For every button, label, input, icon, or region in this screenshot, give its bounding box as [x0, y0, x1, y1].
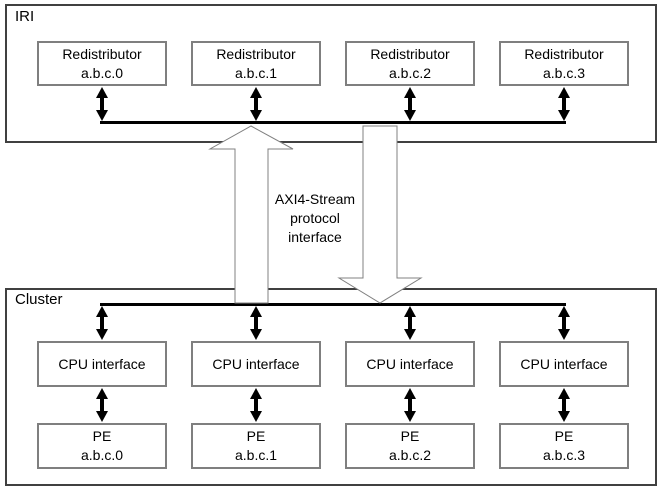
redistributor-id: a.b.c.0: [80, 64, 124, 81]
redistributor-id: a.b.c.3: [542, 64, 586, 81]
pe-box-0: PE a.b.c.0: [37, 423, 167, 469]
cluster-bus-line: [100, 303, 566, 306]
pe-box-1: PE a.b.c.1: [191, 423, 321, 469]
bidirectional-arrow-icon: [403, 388, 417, 422]
pe-id: a.b.c.0: [80, 447, 124, 463]
pe-name: PE: [554, 428, 574, 444]
pe-id: a.b.c.1: [234, 447, 278, 463]
bidirectional-arrow-icon: [557, 306, 571, 340]
redistributor-box-1: Redistributor a.b.c.1: [191, 41, 321, 86]
pe-name: PE: [246, 428, 266, 444]
cluster-container: [5, 288, 657, 486]
redistributor-id: a.b.c.2: [388, 64, 432, 81]
redistributor-box-2: Redistributor a.b.c.2: [345, 41, 475, 86]
redistributor-box-0: Redistributor a.b.c.0: [37, 41, 167, 86]
redistributor-name: Redistributor: [216, 45, 296, 62]
iri-bus-line: [100, 121, 566, 124]
cpu-interface-label: CPU interface: [58, 355, 146, 372]
redistributor-name: Redistributor: [370, 45, 450, 62]
iri-container: [5, 4, 657, 143]
pe-name: PE: [400, 428, 420, 444]
bidirectional-arrow-icon: [95, 87, 109, 121]
pe-box-2: PE a.b.c.2: [345, 423, 475, 469]
pe-id: a.b.c.2: [388, 447, 432, 463]
cpu-interface-box-3: CPU interface: [499, 341, 629, 387]
cpu-interface-box-0: CPU interface: [37, 341, 167, 387]
cpu-interface-label: CPU interface: [520, 355, 608, 372]
bidirectional-arrow-icon: [403, 87, 417, 121]
redistributor-id: a.b.c.1: [234, 64, 278, 81]
iri-label: IRI: [15, 8, 35, 25]
interconnect-label-line: protocol: [290, 210, 340, 226]
pe-name: PE: [92, 428, 112, 444]
interconnect-label-line: AXI4-Stream: [274, 191, 356, 207]
bidirectional-arrow-icon: [403, 306, 417, 340]
cpu-interface-label: CPU interface: [212, 355, 300, 372]
cpu-interface-box-1: CPU interface: [191, 341, 321, 387]
redistributor-name: Redistributor: [62, 45, 142, 62]
redistributor-box-3: Redistributor a.b.c.3: [499, 41, 629, 86]
bidirectional-arrow-icon: [249, 87, 263, 121]
bidirectional-arrow-icon: [95, 306, 109, 340]
bidirectional-arrow-icon: [95, 388, 109, 422]
bidirectional-arrow-icon: [557, 87, 571, 121]
cpu-interface-label: CPU interface: [366, 355, 454, 372]
redistributor-name: Redistributor: [524, 45, 604, 62]
bidirectional-arrow-icon: [249, 388, 263, 422]
interconnect-label-line: interface: [288, 229, 342, 245]
pe-box-3: PE a.b.c.3: [499, 423, 629, 469]
pe-id: a.b.c.3: [542, 447, 586, 463]
interconnect-label: AXI4-Stream protocol interface: [266, 190, 364, 247]
bidirectional-arrow-icon: [557, 388, 571, 422]
bidirectional-arrow-icon: [249, 306, 263, 340]
cpu-interface-box-2: CPU interface: [345, 341, 475, 387]
cluster-label: Cluster: [15, 291, 63, 308]
